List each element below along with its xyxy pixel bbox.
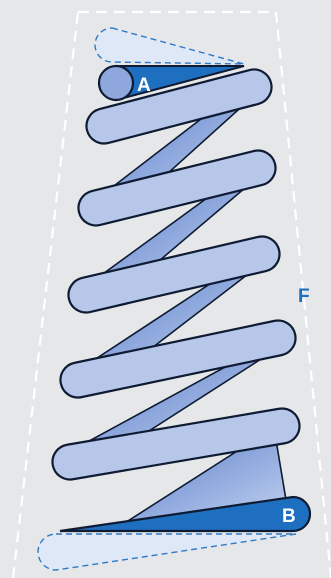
end-plate-bottom [59,495,312,533]
spring-coil-3 [67,235,281,314]
label-end-b: B [282,506,296,527]
ghost-coil-bottom [37,533,297,571]
spring-envelope-outline [11,10,331,578]
ghost-coil-top [94,27,245,65]
label-force: F [298,286,310,307]
spring-coil-5 [51,407,301,481]
coil-end-cap-top [97,64,135,102]
spring-coil-2 [77,149,277,227]
spring-coil-1 [85,68,273,145]
spring-front-coils [51,68,301,481]
spring-coil-4 [59,319,297,399]
label-end-a: A [137,75,151,96]
